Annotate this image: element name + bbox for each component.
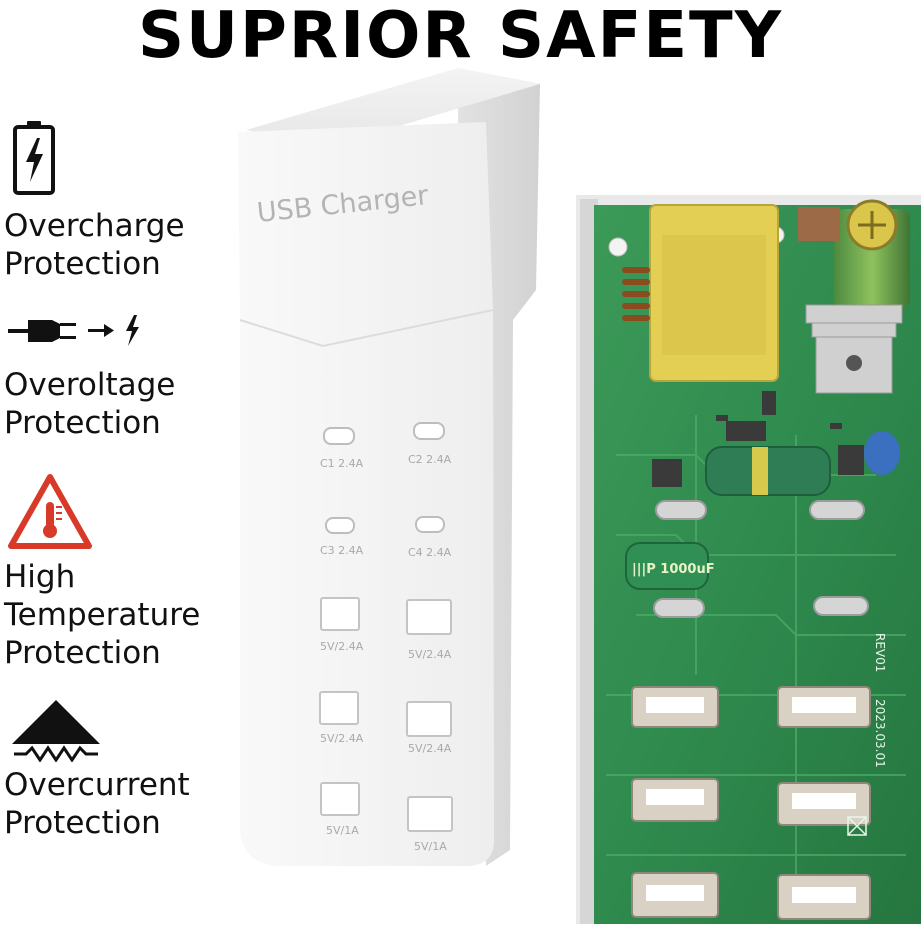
board-revision: REV01 <box>873 633 887 672</box>
overcurrent-icon <box>10 698 102 766</box>
usb-a-port <box>319 597 453 832</box>
port-label: 5V/2.4A <box>320 732 364 745</box>
port-label: C2 2.4A <box>408 453 452 466</box>
port-label: C1 2.4A <box>320 457 364 470</box>
warning-thermometer-icon <box>8 474 92 554</box>
circuit-board-image: |||P 1000uF REV01 20 <box>576 195 921 928</box>
board-usb-a-connector <box>631 686 871 920</box>
port-label: 5V/2.4A <box>408 648 452 661</box>
port-label: C4 2.4A <box>408 546 452 559</box>
port-label: 5V/2.4A <box>320 640 364 653</box>
board-date: 2023.03.01 <box>873 699 887 768</box>
board-usb-c-connector <box>653 500 869 618</box>
capacitor-label: |||P 1000uF <box>632 562 715 577</box>
plug-arrow-bolt-icon <box>8 310 148 354</box>
port-label: 5V/1A <box>414 840 447 853</box>
page-title: SUPRIOR SAFETY <box>137 0 784 73</box>
charger-housing: USB Charger C1 2.4A C2 2.4A C3 2.4A C4 2… <box>228 60 558 884</box>
port-label: 5V/1A <box>326 824 359 837</box>
port-label: 5V/2.4A <box>408 742 452 755</box>
port-label: C3 2.4A <box>320 544 364 557</box>
battery-bolt-icon <box>12 120 56 200</box>
usb-c-port <box>323 422 445 534</box>
